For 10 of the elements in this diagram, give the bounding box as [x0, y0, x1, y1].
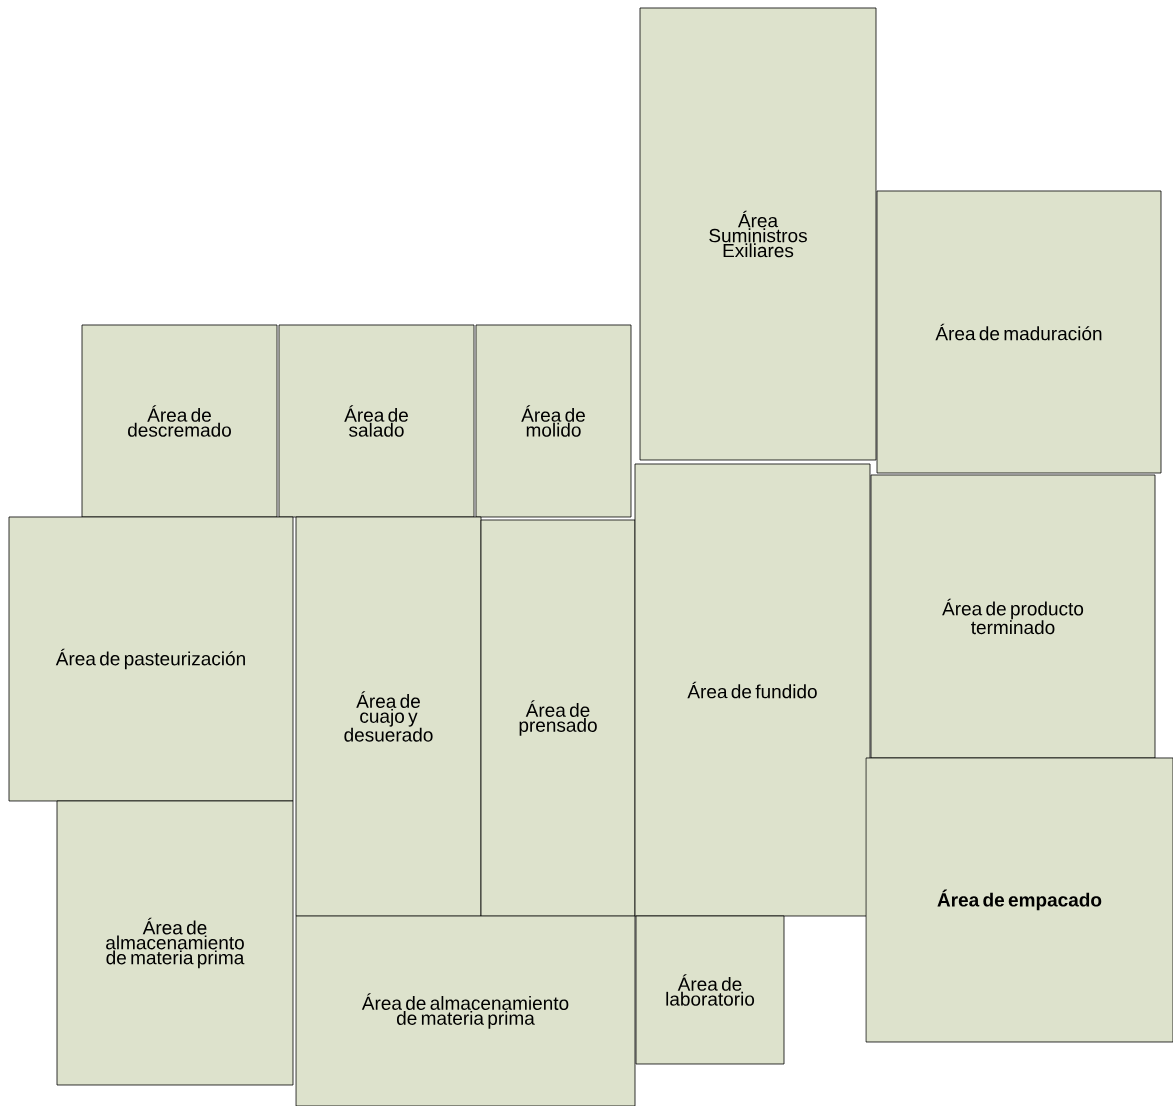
area-box: Área de maduración — [876, 190, 1162, 474]
area-box: Área de almacenamiento de materia prima — [56, 800, 294, 1086]
area-box: Área de laboratorio — [635, 915, 785, 1065]
area-box: Área de producto terminado — [870, 474, 1156, 759]
area-box: Área Suministros Exiliares — [639, 7, 877, 461]
area-box: Área de salado — [278, 324, 475, 518]
area-box: Área de cuajo y desuerado — [295, 516, 482, 917]
area-box: Área de molido — [475, 324, 632, 518]
area-box: Área de descremado — [81, 324, 278, 518]
area-box: Área de empacado — [865, 757, 1173, 1043]
